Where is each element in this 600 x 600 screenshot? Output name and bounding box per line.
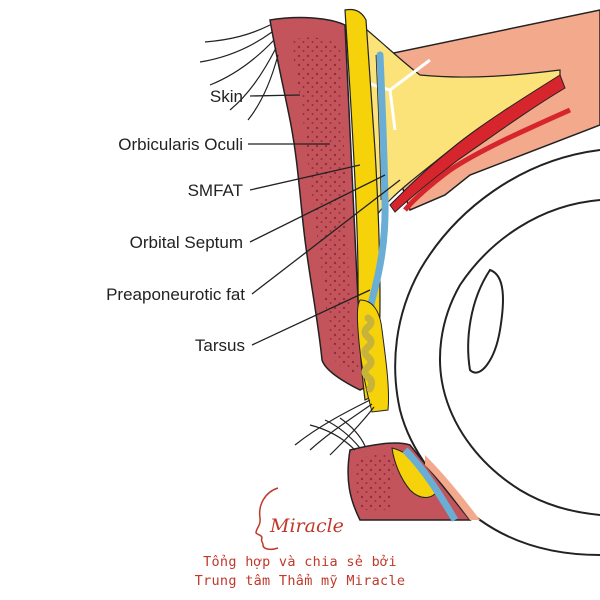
iris xyxy=(467,268,504,374)
meibomian-glands xyxy=(361,314,376,393)
cornea-inner xyxy=(439,199,600,516)
credit-line-2: Trung tâm Thẩm mỹ Miracle xyxy=(195,573,406,589)
credit-line-1: Tổng hợp và chia sẻ bởi xyxy=(203,554,397,570)
lower-peach xyxy=(425,455,480,520)
levator-muscle xyxy=(389,74,566,213)
lower-lid-texture xyxy=(354,453,395,510)
skin-texture xyxy=(290,37,360,376)
mueller-muscle xyxy=(403,107,572,212)
brow-hair xyxy=(199,24,279,121)
label-orbicularis-oculi: Orbicularis Oculi xyxy=(118,135,243,154)
tarsal-plate xyxy=(356,299,390,413)
label-preaponeurotic-fat: Preaponeurotic fat xyxy=(106,285,245,304)
miracle-logo: Miracle xyxy=(255,487,344,551)
cornea-outer xyxy=(394,149,600,556)
lower-septum xyxy=(402,447,459,522)
leader-lines xyxy=(248,94,401,346)
face-profile-icon xyxy=(255,487,279,551)
label-skin: Skin xyxy=(210,87,243,106)
brand-name: Miracle xyxy=(269,515,344,537)
label-orbital-septum: Orbital Septum xyxy=(130,233,243,252)
label-smfat: SMFAT xyxy=(188,181,243,200)
eyelashes-lower xyxy=(309,417,366,451)
label-tarsus: Tarsus xyxy=(195,336,245,355)
eyelashes-upper xyxy=(294,399,375,456)
septum-outline xyxy=(375,54,382,201)
